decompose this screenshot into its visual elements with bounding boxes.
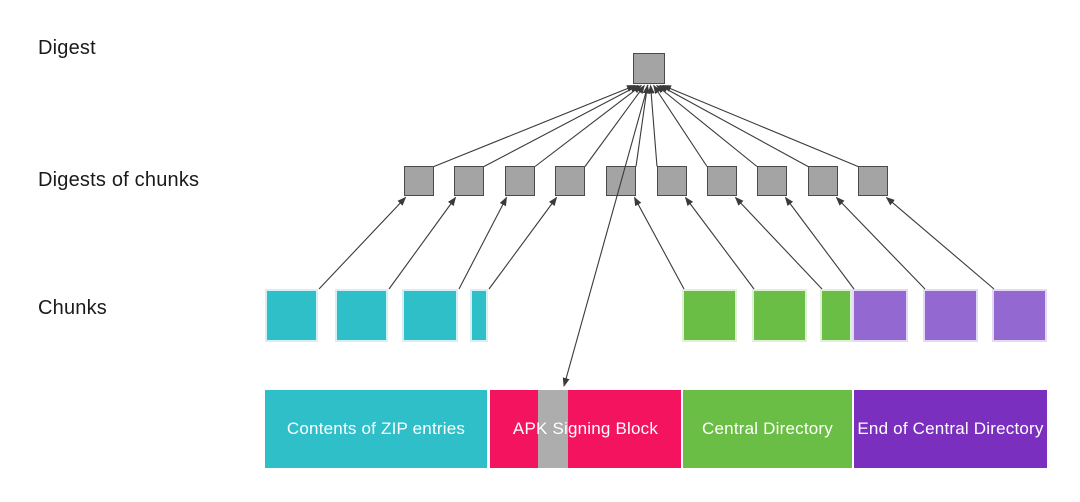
arrow-chunk-to-digest — [388, 196, 457, 290]
chunk-block-cyan — [335, 289, 388, 342]
bar-section-label: End of Central Directory — [857, 419, 1044, 438]
arrow-top-to-signing-block — [562, 84, 649, 387]
arrow-digest-to-top — [662, 84, 859, 168]
chunk-digest-square — [505, 166, 535, 196]
bar-section-label: Central Directory — [702, 419, 833, 438]
arrow-digest-to-top — [659, 85, 809, 167]
chunk-digest-square — [757, 166, 787, 196]
arrow-chunk-to-digest — [458, 196, 507, 290]
chunk-digest-square — [404, 166, 434, 196]
signing-block-digest-stripe — [538, 390, 568, 468]
arrow-digest-to-top — [534, 84, 643, 167]
bar-section-label: APK Signing Block — [512, 419, 659, 438]
arrow-digest-to-top — [635, 84, 650, 167]
arrow-chunk-to-digest — [684, 196, 755, 290]
bar-section-apk-signing-block: APK Signing Block — [490, 390, 681, 468]
label-chunks: Chunks — [38, 297, 108, 319]
arrow-chunk-to-digest — [488, 196, 558, 290]
chunk-block-cyan — [265, 289, 318, 342]
arrow-digest-to-top — [656, 84, 758, 167]
chunk-block-cyan — [402, 289, 458, 342]
arrow-chunk-to-digest — [634, 196, 685, 290]
arrow-chunk-to-digest — [734, 196, 823, 290]
arrow-chunk-to-digest — [835, 196, 926, 290]
bar-section-label: Contents of ZIP entries — [286, 419, 466, 438]
chunk-digest-square — [808, 166, 838, 196]
top-digest-square — [633, 53, 665, 84]
arrow-digest-to-top — [584, 84, 645, 167]
chunk-block-green — [752, 289, 807, 342]
chunk-digest-square — [555, 166, 585, 196]
label-digest: Digest — [38, 37, 96, 59]
chunk-digest-square — [858, 166, 888, 196]
bar-section-contents-of-zip-entries: Contents of ZIP entries — [265, 390, 487, 468]
chunk-digest-square — [707, 166, 737, 196]
arrow-chunk-to-digest — [318, 196, 407, 290]
arrow-digest-to-top — [483, 85, 639, 167]
label-digests-of-chunks: Digests of chunks — [38, 169, 200, 191]
chunk-block-cyan — [470, 289, 488, 342]
chunk-block-purple-chunk — [923, 289, 978, 342]
arrow-digest-to-top — [433, 84, 636, 168]
arrow-digest-to-top — [647, 84, 658, 167]
chunk-block-green — [820, 289, 852, 342]
chunk-block-green — [682, 289, 737, 342]
chunk-block-purple-chunk — [992, 289, 1047, 342]
chunk-digest-square — [454, 166, 484, 196]
arrow-chunk-to-digest — [784, 196, 855, 290]
chunk-block-purple-chunk — [852, 289, 908, 342]
chunk-digest-square — [657, 166, 687, 196]
bar-section-central-directory: Central Directory — [683, 390, 852, 468]
chunk-digest-square — [606, 166, 636, 196]
arrow-chunk-to-digest — [885, 196, 995, 290]
bar-section-end-of-central-directory: End of Central Directory — [854, 390, 1047, 468]
arrow-digest-to-top — [653, 84, 708, 167]
